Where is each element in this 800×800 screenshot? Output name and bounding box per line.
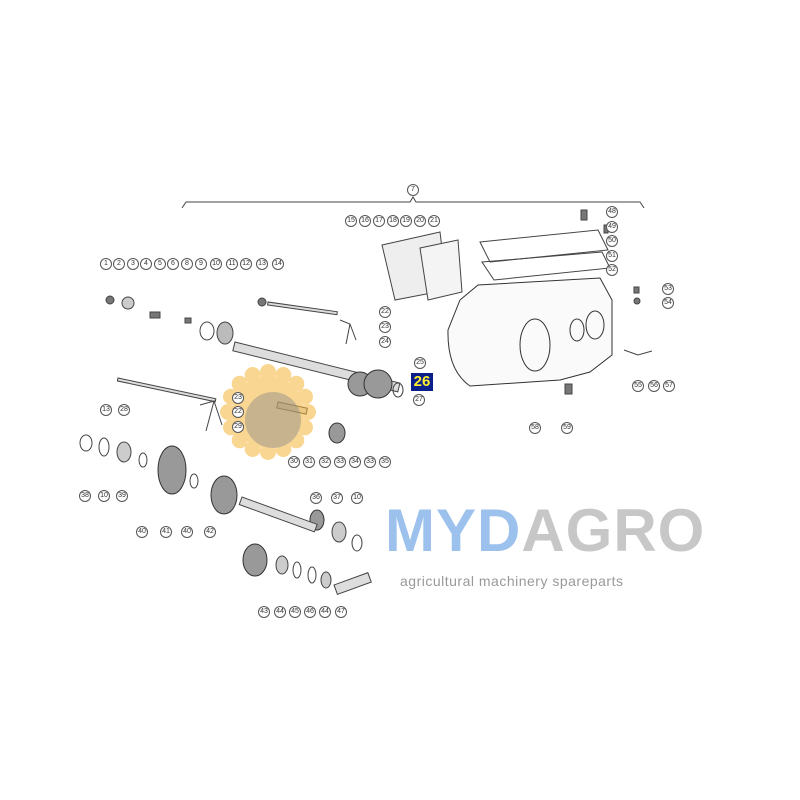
callout-part-47[interactable]: 47 xyxy=(335,606,347,618)
callout-part-37[interactable]: 37 xyxy=(331,492,343,504)
callout-part-8[interactable]: 8 xyxy=(181,258,193,270)
callout-part-50[interactable]: 50 xyxy=(606,235,618,247)
callout-part-35[interactable]: 35 xyxy=(379,456,391,468)
callout-part-23[interactable]: 23 xyxy=(232,392,244,404)
callout-part-59[interactable]: 59 xyxy=(561,422,573,434)
callout-part-55[interactable]: 55 xyxy=(632,380,644,392)
callout-part-11[interactable]: 11 xyxy=(226,258,238,270)
callout-part-49[interactable]: 49 xyxy=(606,221,618,233)
callout-part-14[interactable]: 14 xyxy=(272,258,284,270)
watermark-brand-part1: MYD xyxy=(385,497,522,564)
callout-part-9[interactable]: 9 xyxy=(195,258,207,270)
callout-part-33[interactable]: 33 xyxy=(364,456,376,468)
callout-part-36[interactable]: 36 xyxy=(310,492,322,504)
callout-part-44[interactable]: 44 xyxy=(319,606,331,618)
callout-part-22[interactable]: 22 xyxy=(232,406,244,418)
callout-part-40[interactable]: 40 xyxy=(181,526,193,538)
callout-part-52[interactable]: 52 xyxy=(606,264,618,276)
group-bracket xyxy=(181,196,645,209)
callout-part-38[interactable]: 38 xyxy=(79,490,91,502)
callout-part-24[interactable]: 24 xyxy=(379,336,391,348)
callout-part-4[interactable]: 4 xyxy=(140,258,152,270)
callout-part-2[interactable]: 2 xyxy=(113,258,125,270)
callout-part-13[interactable]: 13 xyxy=(100,404,112,416)
callout-part-5[interactable]: 5 xyxy=(154,258,166,270)
callout-part-1[interactable]: 1 xyxy=(100,258,112,270)
callout-part-29[interactable]: 29 xyxy=(232,421,244,433)
sun-ray xyxy=(288,432,305,449)
callout-part-45[interactable]: 45 xyxy=(289,606,301,618)
callout-part-46[interactable]: 46 xyxy=(304,606,316,618)
callout-part-10[interactable]: 10 xyxy=(351,492,363,504)
gearbox-housing xyxy=(447,277,613,387)
sun-ray xyxy=(275,367,292,384)
callout-part-16[interactable]: 16 xyxy=(359,215,371,227)
sun-ray xyxy=(288,375,305,392)
callout-part-21[interactable]: 21 xyxy=(428,215,440,227)
callout-part-33[interactable]: 33 xyxy=(334,456,346,468)
callout-part-51[interactable]: 51 xyxy=(606,250,618,262)
sun-ray xyxy=(231,432,248,449)
callout-part-41[interactable]: 41 xyxy=(160,526,172,538)
callout-part-18[interactable]: 18 xyxy=(387,215,399,227)
callout-part-53[interactable]: 53 xyxy=(662,283,674,295)
callout-part-10[interactable]: 10 xyxy=(98,490,110,502)
callout-part-19[interactable]: 19 xyxy=(400,215,412,227)
callout-part-26[interactable]: 26 xyxy=(411,373,433,391)
callout-part-22[interactable]: 22 xyxy=(379,306,391,318)
callout-part-23[interactable]: 23 xyxy=(379,321,391,333)
small-parts xyxy=(105,295,357,432)
callout-group-7[interactable]: 7 xyxy=(407,184,419,196)
watermark-tagline: agricultural machinery spareparts xyxy=(400,573,624,589)
callout-part-13[interactable]: 13 xyxy=(256,258,268,270)
callout-part-10[interactable]: 10 xyxy=(210,258,222,270)
callout-part-6[interactable]: 6 xyxy=(167,258,179,270)
callout-part-20[interactable]: 20 xyxy=(414,215,426,227)
callout-part-42[interactable]: 42 xyxy=(204,526,216,538)
sun-ray xyxy=(244,440,261,457)
watermark-brand-part2: AGRO xyxy=(521,497,706,564)
callout-part-57[interactable]: 57 xyxy=(663,380,675,392)
sun-ray xyxy=(231,375,248,392)
callout-part-30[interactable]: 30 xyxy=(288,456,300,468)
sun-ray xyxy=(244,367,261,384)
callout-part-58[interactable]: 58 xyxy=(529,422,541,434)
sun-ray xyxy=(260,364,276,380)
callout-part-15[interactable]: 15 xyxy=(345,215,357,227)
callout-part-39[interactable]: 39 xyxy=(116,490,128,502)
callout-part-32[interactable]: 32 xyxy=(319,456,331,468)
callout-part-3[interactable]: 3 xyxy=(127,258,139,270)
callout-part-25[interactable]: 25 xyxy=(414,357,426,369)
sun-ray xyxy=(296,419,313,436)
sun-ray xyxy=(260,444,276,460)
sun-ray xyxy=(296,388,313,405)
callout-part-48[interactable]: 48 xyxy=(606,206,618,218)
watermark-brand: MYDAGRO xyxy=(385,498,705,564)
callout-part-28[interactable]: 28 xyxy=(118,404,130,416)
callout-part-27[interactable]: 27 xyxy=(413,394,425,406)
callout-part-54[interactable]: 54 xyxy=(662,297,674,309)
callout-part-44[interactable]: 44 xyxy=(274,606,286,618)
callout-part-31[interactable]: 31 xyxy=(303,456,315,468)
callout-part-34[interactable]: 34 xyxy=(349,456,361,468)
sun-ray xyxy=(275,440,292,457)
callout-part-12[interactable]: 12 xyxy=(240,258,252,270)
bearings-and-rings xyxy=(79,382,404,589)
callout-part-43[interactable]: 43 xyxy=(258,606,270,618)
right-small-parts xyxy=(564,209,653,395)
callout-part-40[interactable]: 40 xyxy=(136,526,148,538)
watermark-sun-logo xyxy=(220,364,316,460)
sun-ray xyxy=(300,404,316,420)
callout-part-17[interactable]: 17 xyxy=(373,215,385,227)
callout-part-56[interactable]: 56 xyxy=(648,380,660,392)
